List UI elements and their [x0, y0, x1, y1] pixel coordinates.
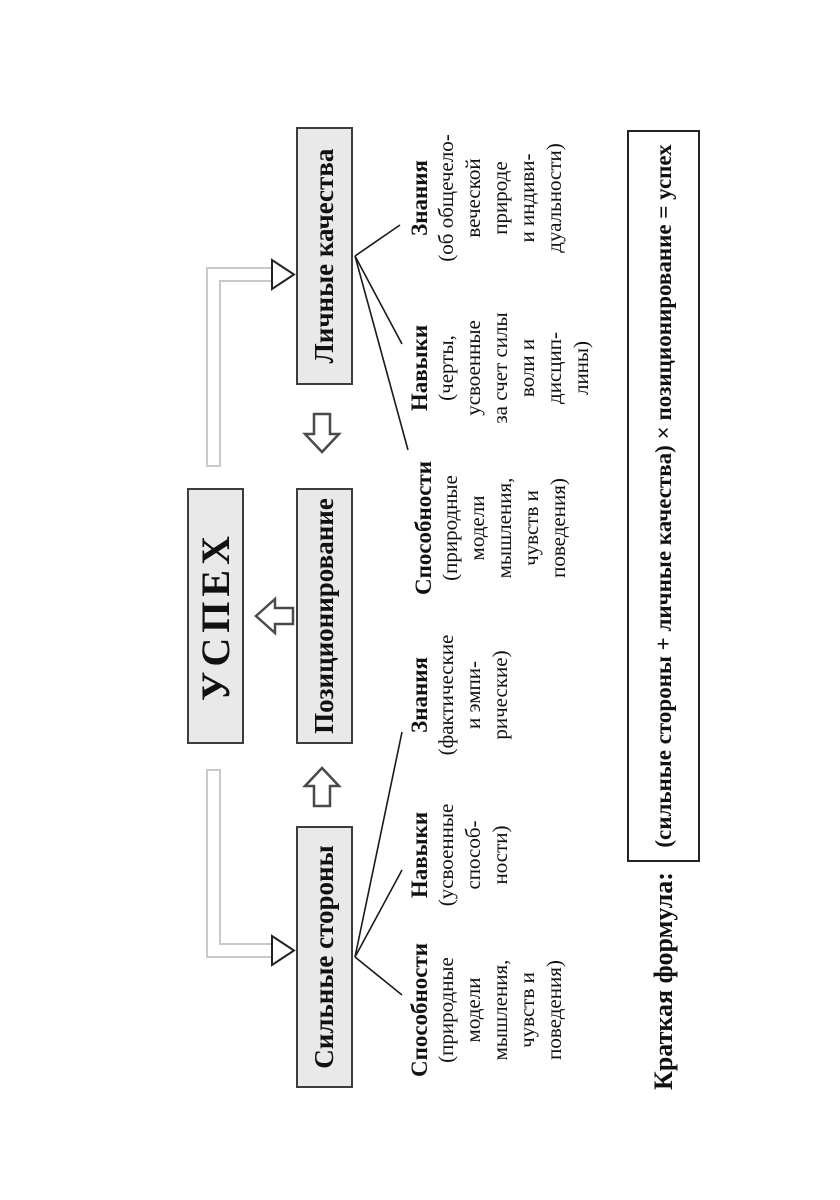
personal-abilities-title: Способности — [411, 460, 436, 596]
node-success-label: УСПЕХ — [193, 531, 238, 701]
text-line: (природные — [434, 957, 458, 1063]
strengths-skills-block: Навыки (усвоенные способ- ности) — [406, 804, 514, 907]
node-strengths-label: Сильные стороны — [309, 845, 339, 1069]
node-positioning-label: Позиционирование — [309, 498, 339, 734]
personal-knowledge-block: Знания (об общечело- веческой природе и … — [406, 134, 568, 261]
connector-strengths-skills — [354, 869, 403, 958]
text-line: (об общечело- — [434, 134, 458, 262]
formula-box: (сильные стороны + личные качества) × по… — [627, 130, 700, 862]
text-line: усвоенные — [461, 320, 485, 416]
connector-personal-skills — [354, 255, 403, 345]
text-line: ности) — [488, 825, 512, 885]
text-line: дисцип- — [542, 332, 566, 404]
text-line: (фактические — [434, 634, 458, 756]
text-line: мышления, — [488, 959, 512, 1061]
text-line: (природные — [438, 475, 462, 581]
node-success: УСПЕХ — [187, 488, 244, 744]
text-line: мышления, — [492, 477, 516, 579]
l-arrow-right-shaft-icon — [206, 267, 273, 467]
text-line: веческой — [461, 158, 485, 238]
text-line: способ- — [461, 820, 485, 890]
formula-label: Краткая формула: — [648, 872, 678, 1090]
personal-skills-title: Навыки — [407, 324, 432, 412]
text-line: рические) — [488, 650, 512, 740]
text-line: поведения) — [542, 960, 566, 1060]
text-line: и индиви- — [515, 153, 539, 243]
text-line: (усвоенные — [434, 803, 458, 907]
arrow-right-icon — [302, 766, 342, 808]
text-line: за счет силы — [488, 312, 512, 424]
text-line: чувств и — [519, 490, 543, 566]
node-personal: Личные качества — [296, 127, 353, 385]
text-line: дуальности) — [542, 143, 566, 253]
connector-personal-abilities — [354, 255, 409, 451]
formula-text: (сильные стороны + личные качества) × по… — [650, 144, 676, 848]
text-line: (черты, — [434, 335, 458, 401]
text-line: и эмпи- — [461, 660, 485, 730]
l-arrow-left-head-icon — [271, 934, 296, 967]
strengths-abilities-title: Способности — [407, 942, 432, 1078]
strengths-abilities-block: Способности (природные модели мышления, … — [406, 943, 568, 1077]
text-line: чувств и — [515, 972, 539, 1048]
text-line: поведения) — [546, 478, 570, 578]
personal-skills-block: Навыки (черты, усвоенные за счет силы во… — [406, 312, 595, 423]
personal-abilities-block: Способности (природные модели мышления, … — [410, 461, 572, 595]
l-arrow-right-head-icon — [271, 258, 296, 291]
strengths-knowledge-block: Знания (фактические и эмпи- рические) — [406, 635, 514, 756]
connector-personal-knowledge — [354, 224, 401, 257]
text-line: модели — [461, 977, 485, 1043]
text-line: воли и — [515, 338, 539, 398]
personal-knowledge-title: Знания — [407, 160, 432, 236]
strengths-knowledge-title: Знания — [407, 657, 432, 733]
node-positioning: Позиционирование — [296, 488, 353, 744]
connector-strengths-abilities — [354, 956, 403, 996]
node-strengths: Сильные стороны — [296, 826, 353, 1088]
connector-strengths-knowledge — [354, 731, 403, 958]
l-arrow-left-shaft-icon — [206, 769, 273, 958]
text-line: модели — [465, 495, 489, 561]
arrow-left-icon — [302, 412, 342, 454]
text-line: природе — [488, 161, 512, 235]
arrow-up-icon — [254, 596, 295, 636]
node-personal-label: Личные качества — [309, 148, 339, 364]
text-line: лины) — [569, 340, 593, 396]
strengths-skills-title: Навыки — [407, 811, 432, 899]
